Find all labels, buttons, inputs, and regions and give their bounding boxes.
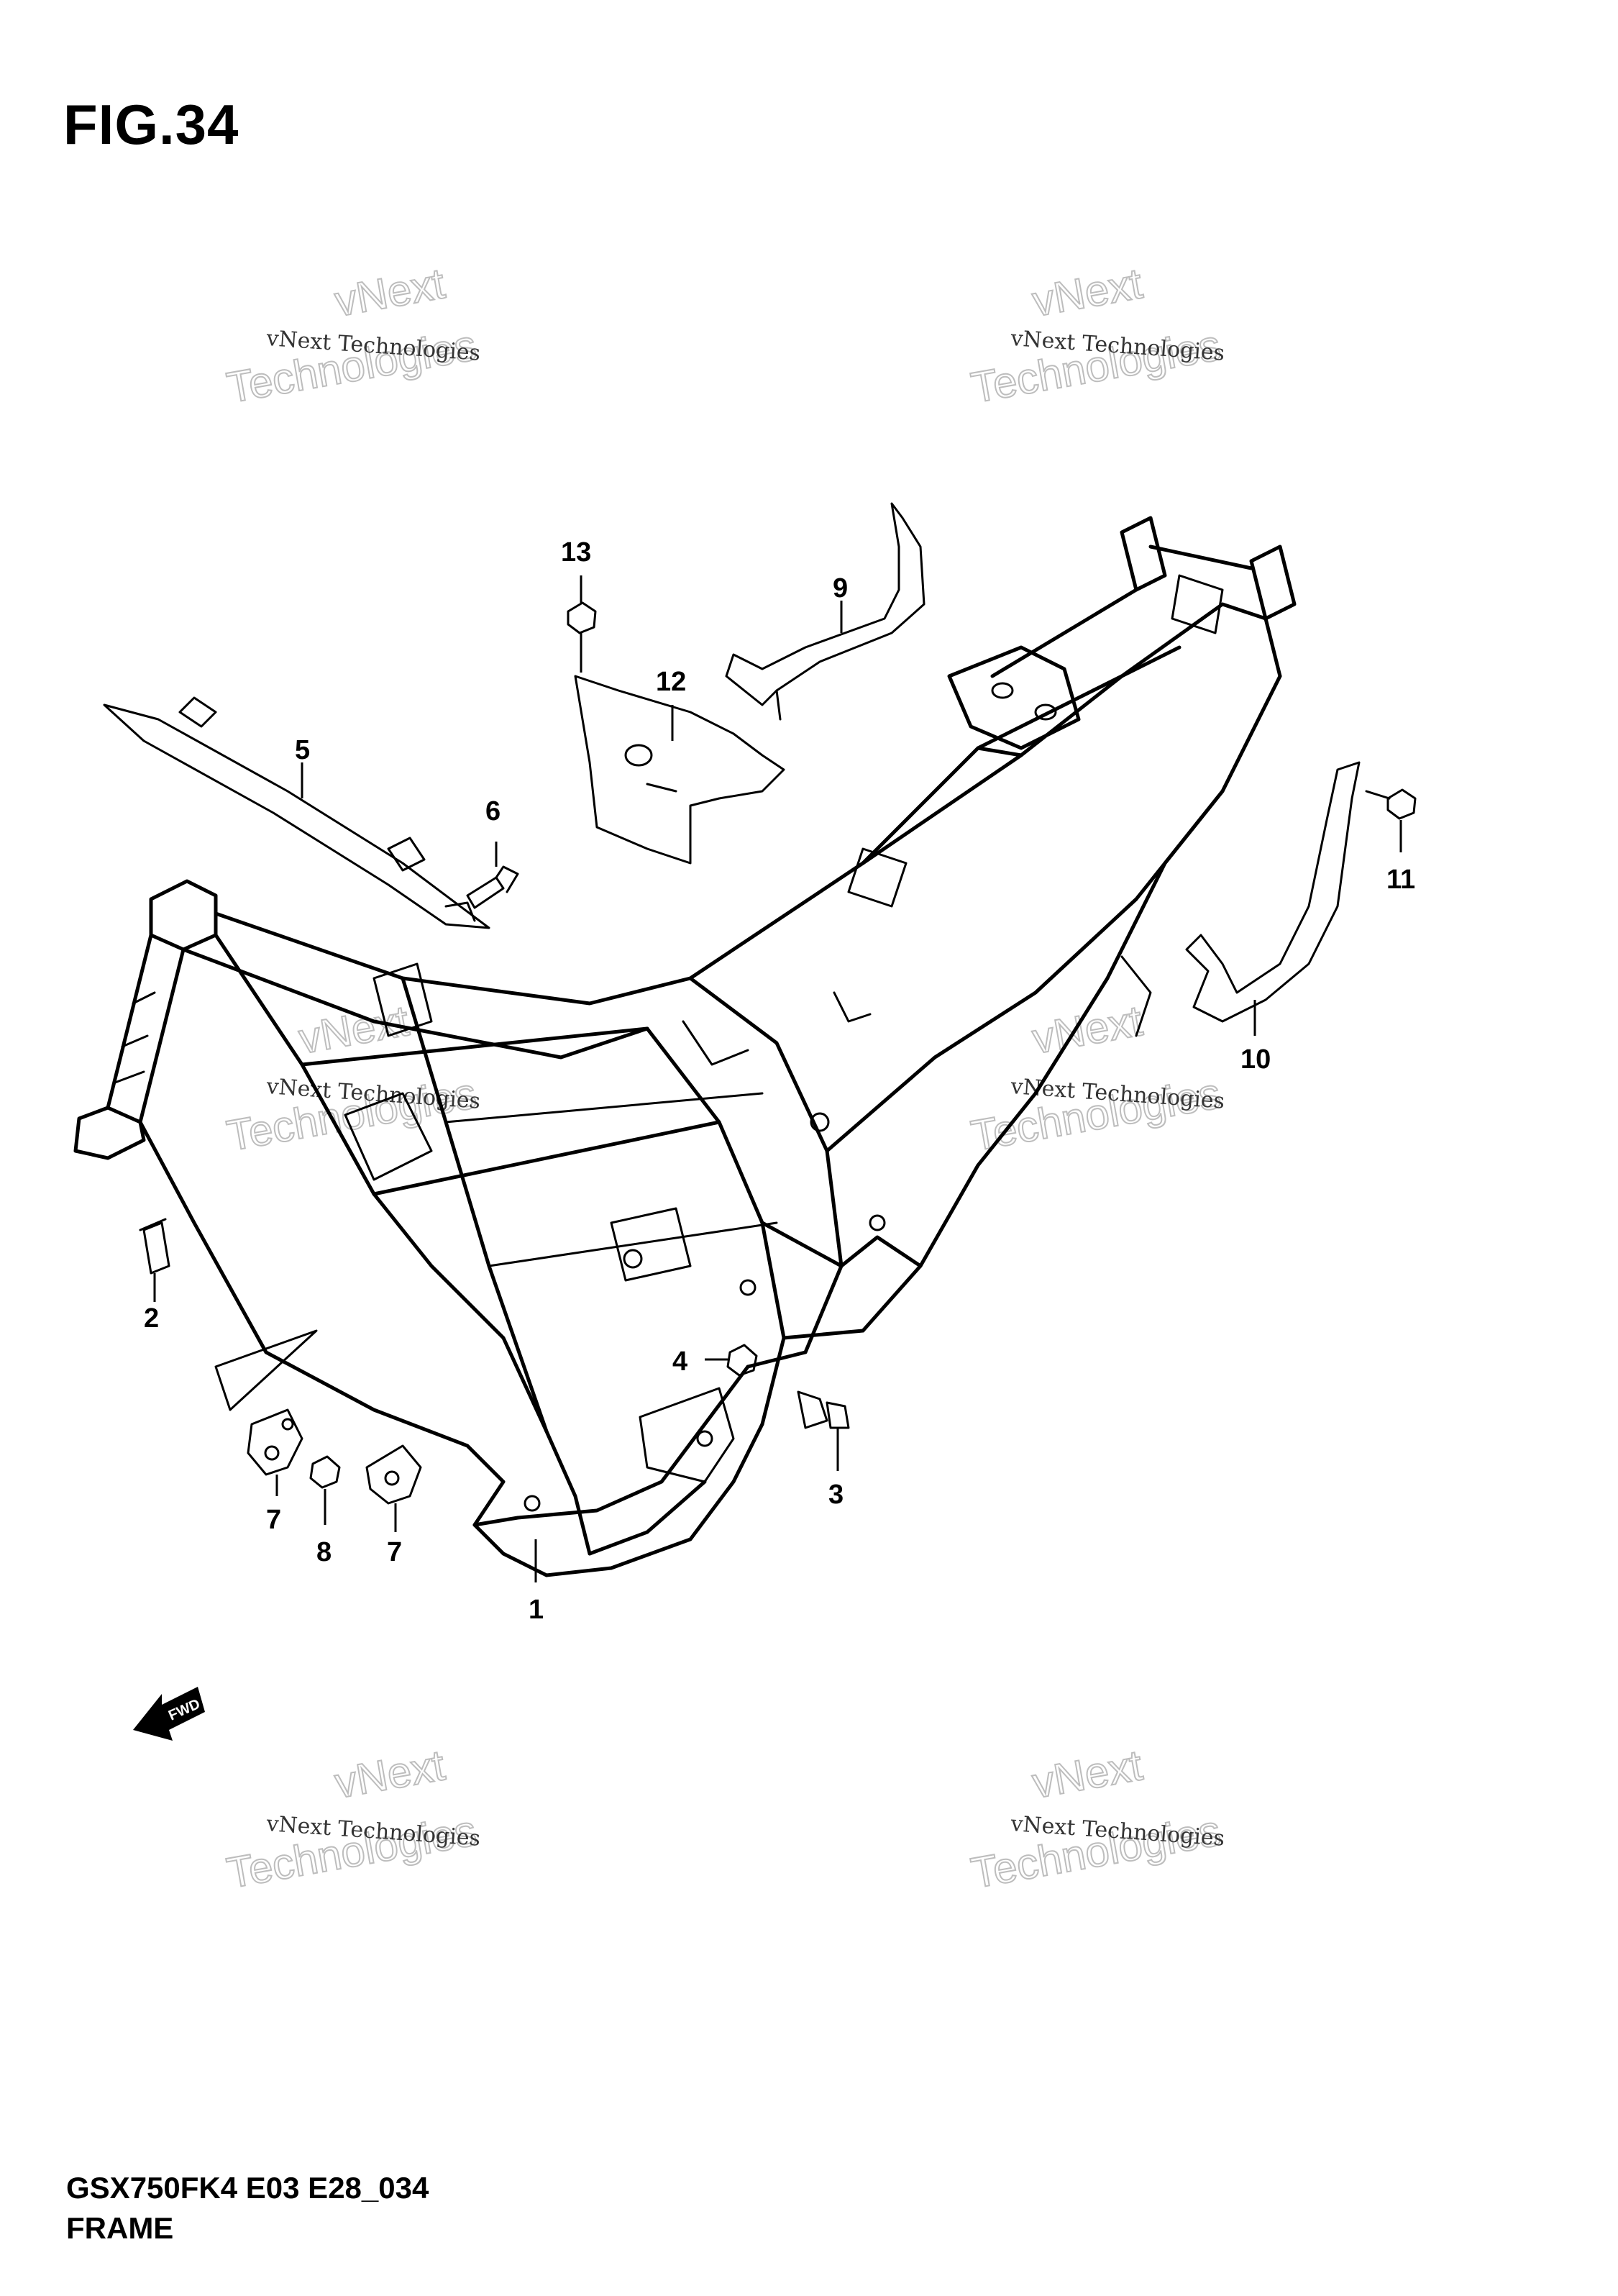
figure-title: FIG.34 — [63, 93, 239, 156]
part-number-9: 9 — [833, 573, 848, 603]
nut-part-8 — [309, 1455, 341, 1525]
watermark-bottom-left: vNext Technologies vNext Technologies — [223, 1740, 482, 1898]
nut-part-4 — [705, 1344, 758, 1377]
svg-text:vNext: vNext — [332, 1741, 449, 1808]
mount-bracket-part-7-left — [247, 1408, 303, 1496]
svg-text:vNext: vNext — [332, 259, 449, 326]
watermark-top-left: vNext Technologies vNext Technologies — [223, 258, 482, 413]
part-number-13: 13 — [561, 537, 591, 568]
part-number-8: 8 — [316, 1537, 332, 1567]
part-number-6: 6 — [485, 796, 501, 826]
svg-text:vNext: vNext — [296, 996, 413, 1063]
main-frame-part — [73, 516, 1297, 1582]
part-number-7a: 7 — [266, 1505, 281, 1535]
forward-direction-arrow: FWD — [133, 1687, 205, 1741]
model-code: GSX750FK4 E03 E28_034 — [66, 2171, 429, 2205]
part-number-2: 2 — [144, 1303, 159, 1334]
bolt-part-13 — [567, 575, 597, 673]
svg-text:vNext: vNext — [1029, 996, 1146, 1063]
bracket-part-12 — [574, 675, 785, 865]
frame-bracket-part-5 — [103, 696, 490, 929]
watermark-bottom-right: vNext Technologies vNext Technologies — [967, 1740, 1226, 1898]
svg-text:vNext: vNext — [1029, 259, 1146, 326]
watermark-top-right: vNext Technologies vNext Technologies — [967, 258, 1226, 413]
svg-text:vNext: vNext — [1029, 1741, 1146, 1808]
bolt-part-11 — [1365, 788, 1417, 852]
part-number-12: 12 — [656, 667, 686, 697]
assembly-name: FRAME — [66, 2211, 174, 2245]
bolt-part-3 — [797, 1390, 850, 1471]
part-number-5: 5 — [295, 735, 310, 765]
rear-bracket-part-10 — [1185, 761, 1361, 1036]
bolt-part-2 — [139, 1218, 170, 1302]
watermark-middle-right: vNext Technologies vNext Technologies — [967, 996, 1226, 1161]
watermark-middle-left: vNext Technologies vNext Technologies — [223, 996, 482, 1161]
rear-bracket-part-9 — [725, 502, 925, 721]
part-number-3: 3 — [828, 1480, 844, 1510]
bolt-part-6 — [466, 842, 519, 909]
part-number-4: 4 — [672, 1347, 687, 1377]
part-number-1: 1 — [529, 1595, 544, 1625]
part-number-11: 11 — [1386, 865, 1415, 895]
part-number-7b: 7 — [387, 1537, 402, 1567]
mount-bracket-part-7-right — [365, 1444, 422, 1532]
part-number-10: 10 — [1240, 1044, 1271, 1075]
